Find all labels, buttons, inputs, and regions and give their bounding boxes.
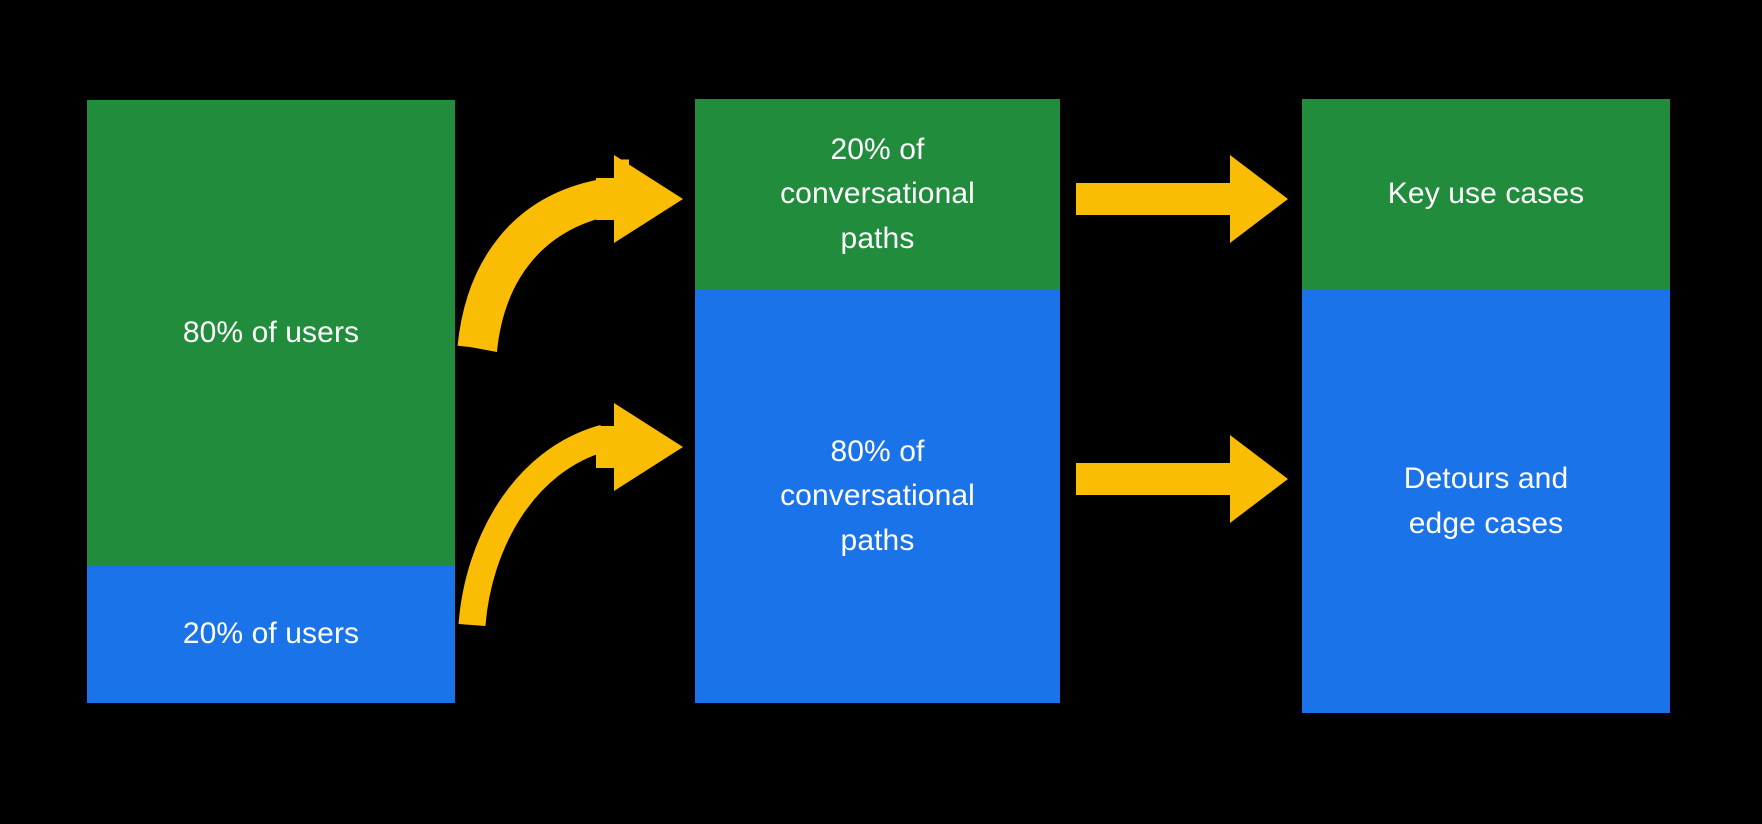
segment-paths-majority: 80% of conversational paths bbox=[695, 290, 1060, 703]
segment-users-majority: 80% of users bbox=[87, 100, 455, 566]
segment-outcome-detours: Detours and edge cases bbox=[1302, 290, 1670, 713]
column-outcomes: Key use cases Detours and edge cases bbox=[1302, 99, 1670, 713]
segment-paths-minority-label: 20% of conversational paths bbox=[780, 132, 975, 255]
segment-users-minority: 20% of users bbox=[87, 566, 455, 703]
straight-arrow-bottom-icon bbox=[1076, 435, 1288, 523]
segment-outcome-detours-label: Detours and edge cases bbox=[1403, 462, 1569, 540]
segment-users-majority-label: 80% of users bbox=[182, 315, 360, 349]
segment-paths-majority-label: 80% of conversational paths bbox=[780, 434, 975, 557]
segment-users-minority-label: 20% of users bbox=[182, 617, 360, 651]
segment-paths-minority: 20% of conversational paths bbox=[695, 99, 1060, 290]
curved-arrow-top-icon bbox=[457, 155, 683, 352]
straight-arrow-top-icon bbox=[1076, 155, 1288, 243]
column-users: 80% of users 20% of users bbox=[87, 100, 455, 703]
segment-outcome-key-label: Key use cases bbox=[1387, 177, 1585, 211]
curved-arrow-bottom-icon bbox=[458, 403, 683, 627]
segment-outcome-key: Key use cases bbox=[1302, 99, 1670, 290]
column-conversational-paths: 20% of conversational paths 80% of conve… bbox=[695, 99, 1060, 703]
